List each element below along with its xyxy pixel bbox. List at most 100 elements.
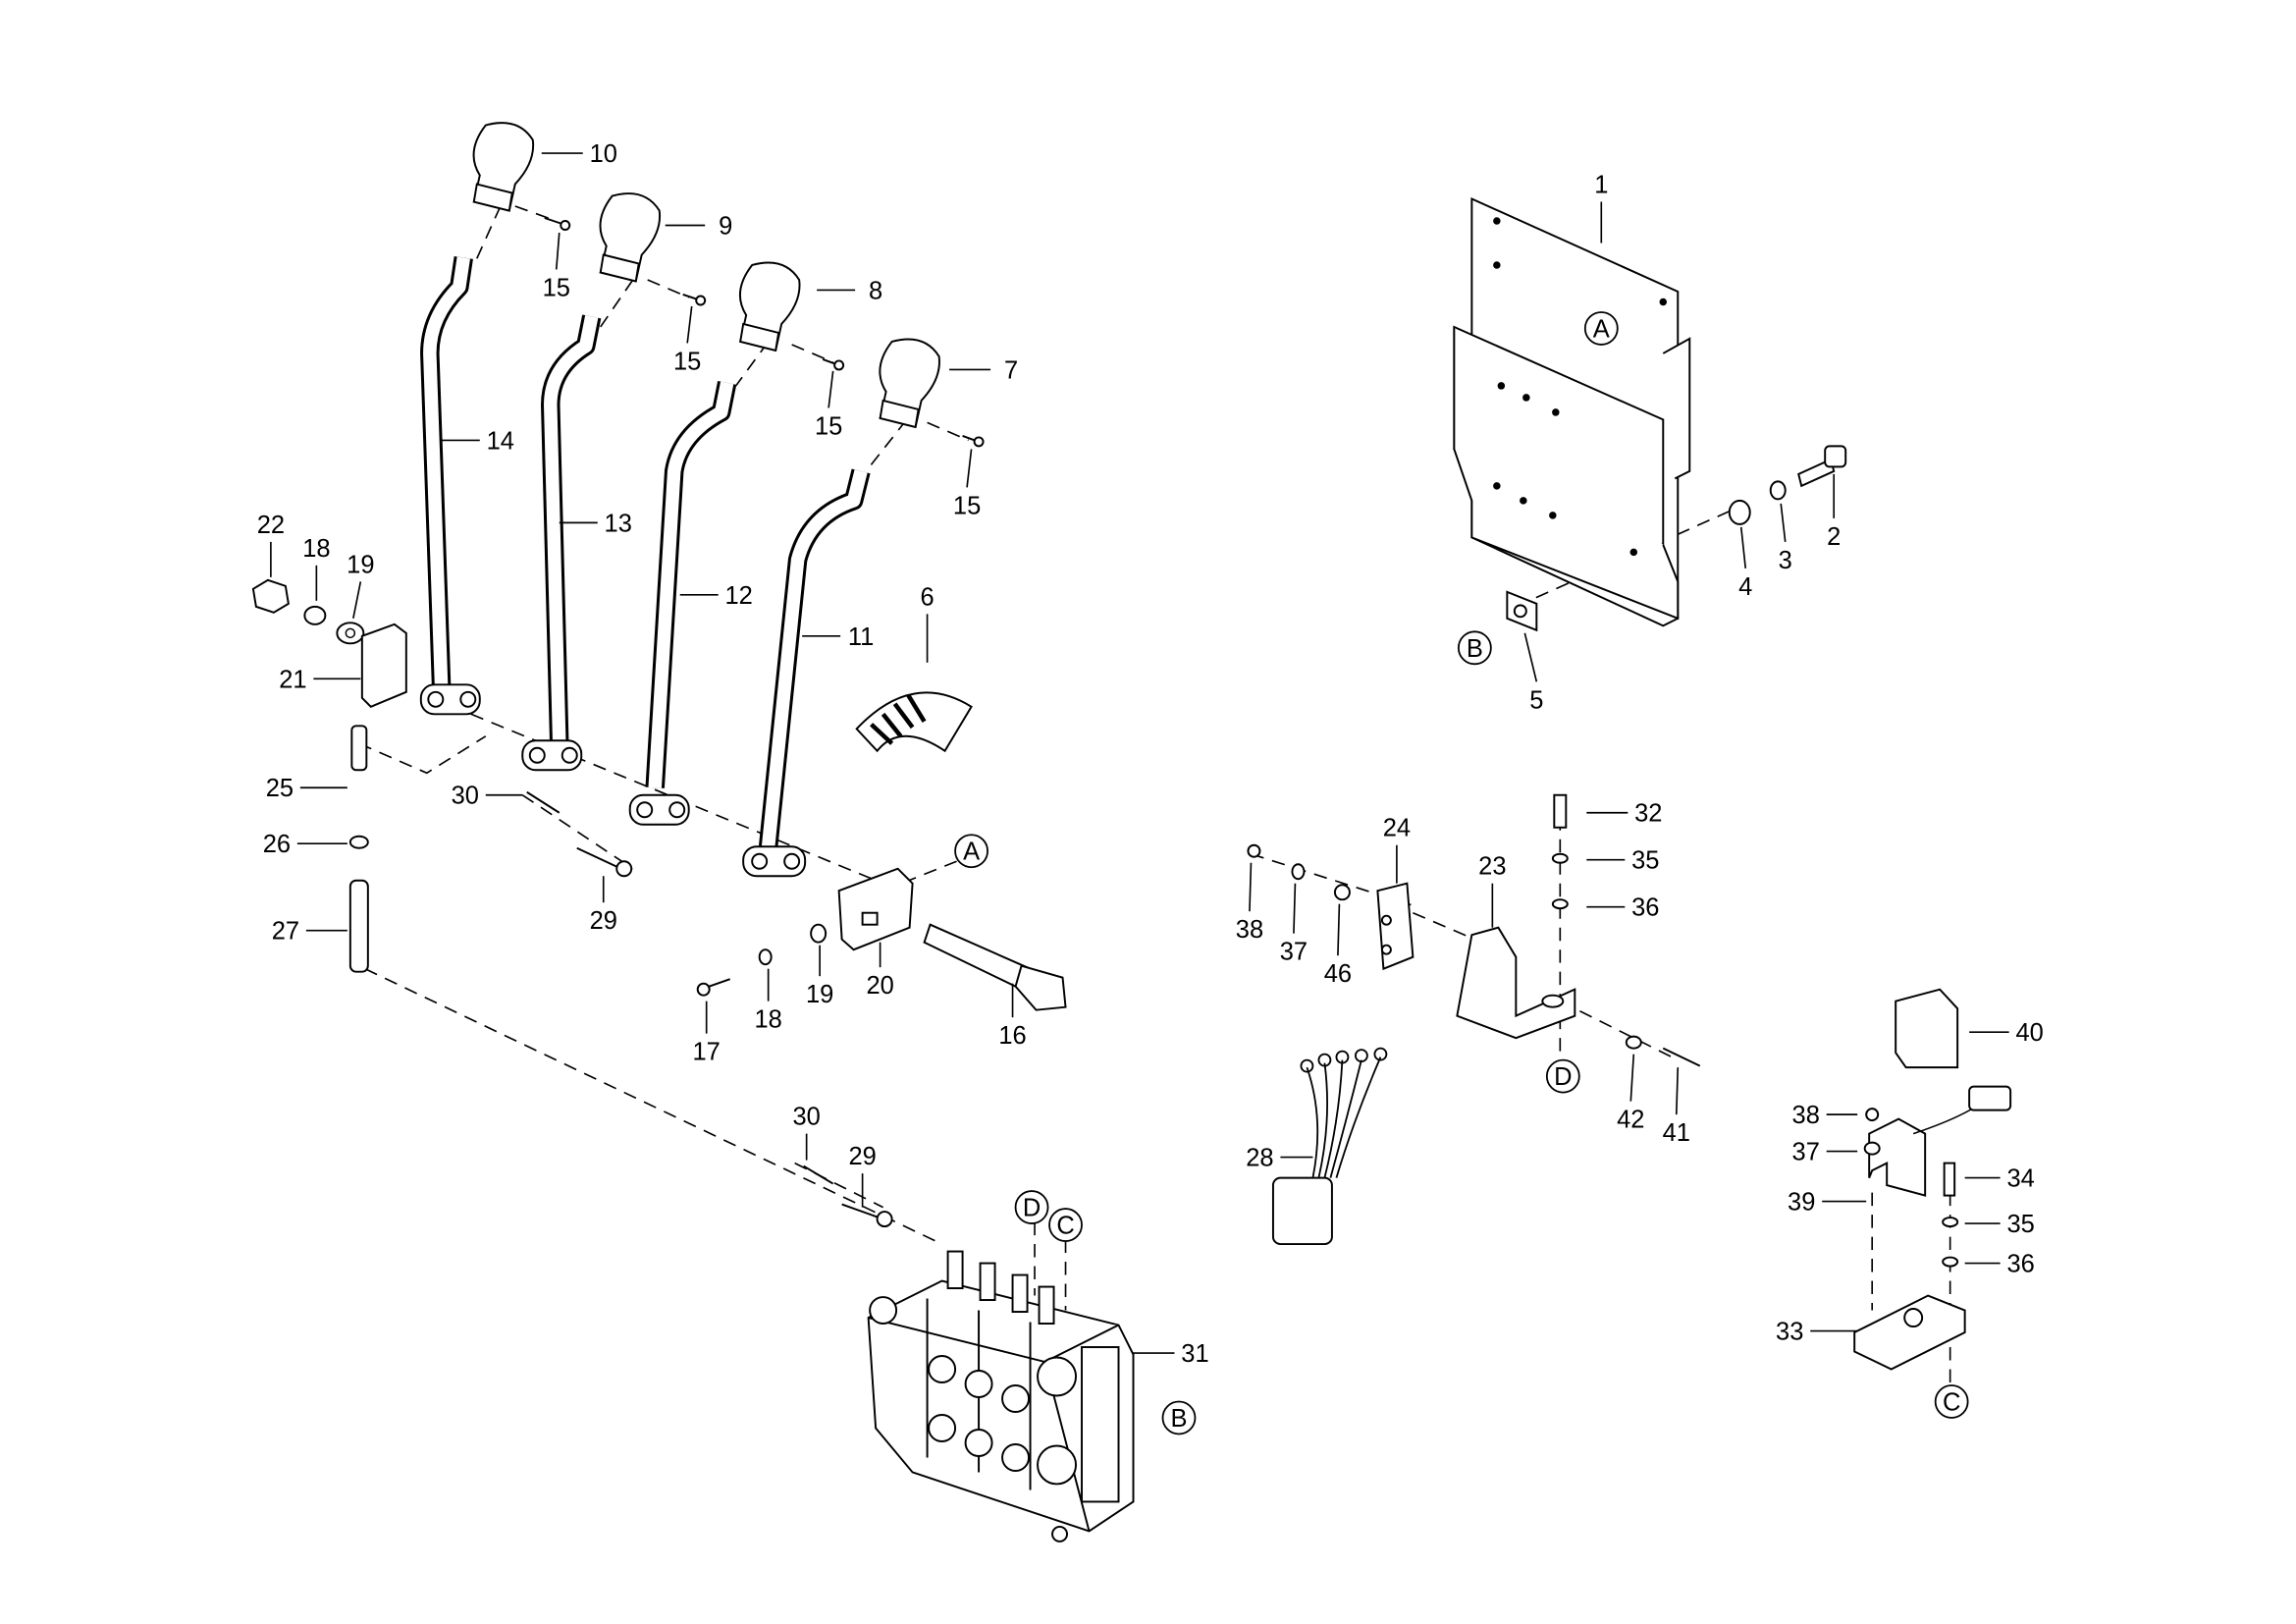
callout-number: 15 <box>815 412 842 440</box>
callout-6: 6 <box>921 583 934 663</box>
leader-line <box>1523 632 1538 682</box>
callout-46: 46 <box>1324 903 1352 988</box>
screws <box>544 217 985 448</box>
callout-number: C <box>1943 1388 1960 1416</box>
callout-number: 29 <box>590 907 617 935</box>
callout-14: 14 <box>441 427 514 455</box>
callout-number: 29 <box>848 1143 876 1170</box>
callout-36: 36 <box>1586 894 1659 922</box>
callout-number: 30 <box>792 1104 820 1131</box>
callout-11: 11 <box>802 623 874 651</box>
leader-line <box>966 449 973 488</box>
callout-15: 15 <box>543 232 570 301</box>
leader-line <box>1780 503 1787 542</box>
callout-4: 4 <box>1738 526 1752 601</box>
control-valve-31 <box>803 1164 1135 1543</box>
callout-number: 41 <box>1663 1119 1690 1147</box>
leader-line <box>828 370 834 408</box>
callout-number: 37 <box>1280 939 1308 966</box>
callout-8: 8 <box>817 277 882 304</box>
leader-line <box>352 581 362 619</box>
callout-37: 37 <box>1792 1139 1858 1166</box>
knob-7 <box>879 338 940 429</box>
callout-42: 42 <box>1617 1054 1644 1134</box>
pedal-cover-6 <box>855 691 973 753</box>
callout-number: 19 <box>806 981 833 1008</box>
callout-number: 20 <box>866 972 893 1000</box>
callout-35: 35 <box>1964 1211 2035 1238</box>
reference-circle <box>1014 1190 1049 1224</box>
callout-35: 35 <box>1586 847 1659 875</box>
callout-number: 38 <box>1792 1102 1820 1129</box>
switch-bracket <box>1247 793 1701 1067</box>
callout-number: 24 <box>1383 815 1411 842</box>
callout-number: 18 <box>754 1006 781 1034</box>
reference-circle <box>1934 1384 1969 1419</box>
callout-number: A <box>963 839 980 866</box>
callout-number: 15 <box>673 348 701 375</box>
reference-circle <box>1545 1058 1580 1094</box>
callout-13: 13 <box>559 510 632 537</box>
mounting-plate-1 <box>1453 197 1847 632</box>
callout-28: 28 <box>1246 1145 1313 1172</box>
reference-circle <box>1048 1208 1083 1242</box>
knob-10 <box>472 122 535 212</box>
leader-line <box>1629 1054 1635 1102</box>
callout-number: 28 <box>1246 1145 1273 1172</box>
callout-number: 6 <box>921 583 934 611</box>
callout-number: 9 <box>719 213 732 241</box>
knob-9 <box>599 192 662 283</box>
callout-40: 40 <box>1969 1019 2044 1047</box>
leader-line <box>1249 862 1253 912</box>
callout-number: 15 <box>543 274 570 301</box>
callout-37: 37 <box>1280 883 1308 966</box>
reference-circle <box>1583 311 1619 346</box>
callout-number: 15 <box>953 492 981 519</box>
callout-number: 7 <box>1004 356 1018 384</box>
callout-number: B <box>1170 1405 1187 1433</box>
callout-number: 25 <box>266 775 294 802</box>
callout-9: 9 <box>665 213 732 241</box>
callout-number: A <box>1593 315 1610 343</box>
callout-number: 11 <box>848 623 874 651</box>
reference-marker-A: A <box>1583 311 1619 346</box>
callout-number: 10 <box>590 140 617 168</box>
callout-21: 21 <box>279 666 361 693</box>
left-hardware <box>251 578 1067 1011</box>
callout-number: 22 <box>257 512 285 539</box>
leader-line <box>686 305 693 344</box>
callout-1: 1 <box>1594 172 1608 244</box>
callout-30: 30 <box>792 1104 821 1161</box>
assembly-lines <box>358 205 1951 1384</box>
callout-number: 42 <box>1617 1107 1644 1134</box>
leader-line <box>555 232 561 270</box>
callout-number: 23 <box>1478 853 1506 881</box>
callout-number: 32 <box>1634 800 1662 828</box>
callout-5: 5 <box>1523 632 1543 714</box>
callout-number: 1 <box>1594 172 1608 199</box>
callout-number: 17 <box>693 1039 721 1066</box>
callout-39: 39 <box>1788 1189 1867 1217</box>
callout-number: 3 <box>1779 547 1792 574</box>
reference-circle <box>954 834 988 869</box>
callout-number: 34 <box>2006 1165 2034 1193</box>
callout-number: 21 <box>279 666 306 693</box>
callout-number: 18 <box>302 535 330 563</box>
callout-number: 4 <box>1738 573 1752 601</box>
callout-18: 18 <box>302 535 331 601</box>
callout-19: 19 <box>347 551 375 619</box>
leader-line <box>1293 883 1297 934</box>
callout-7: 7 <box>949 356 1018 384</box>
reference-marker-D: D <box>1545 1058 1580 1094</box>
reference-marker-A: A <box>954 834 988 869</box>
callout-36: 36 <box>1964 1251 2035 1278</box>
callout-38: 38 <box>1236 862 1263 944</box>
callout-number: 39 <box>1788 1189 1815 1217</box>
callout-number: 35 <box>1631 847 1659 875</box>
callout-29: 29 <box>590 876 617 935</box>
callout-15: 15 <box>673 305 701 375</box>
sensor-bracket <box>1853 988 2012 1371</box>
callout-34: 34 <box>1964 1165 2035 1193</box>
